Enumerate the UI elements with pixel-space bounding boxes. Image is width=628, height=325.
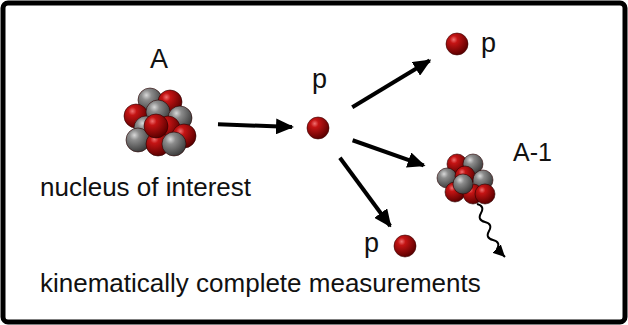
proton-ball: p xyxy=(306,116,330,140)
arrow-connector xyxy=(352,61,429,108)
nucleus-shape xyxy=(435,150,495,210)
gamma-wave xyxy=(477,204,505,257)
frame-border xyxy=(3,3,625,322)
nucleus-cluster: Anucleus of interest xyxy=(122,84,198,160)
nucleus-symbol: A xyxy=(150,46,168,73)
proton-label: p xyxy=(364,230,379,257)
proton-sphere xyxy=(475,184,495,204)
proton-shape xyxy=(393,234,417,258)
nucleus-shape xyxy=(122,84,198,160)
proton-ball: p xyxy=(393,234,417,258)
proton-label: p xyxy=(481,30,496,57)
proton-shape xyxy=(445,32,469,56)
proton-sphere xyxy=(446,33,468,55)
proton-sphere xyxy=(144,114,168,138)
residual-label: A-1 xyxy=(513,140,552,165)
neutron-sphere xyxy=(453,174,473,194)
proton-shape xyxy=(306,116,330,140)
proton-label: p xyxy=(312,66,327,93)
arrow-connector xyxy=(353,140,424,165)
residual-nucleus: A-1 xyxy=(435,150,495,210)
arrow-connector xyxy=(340,158,390,226)
arrow-connector xyxy=(218,124,292,127)
proton-ball: p xyxy=(445,32,469,56)
nucleus-caption: nucleus of interest xyxy=(40,174,251,200)
proton-sphere xyxy=(394,235,416,257)
neutron-sphere xyxy=(162,132,186,156)
proton-sphere xyxy=(307,117,329,139)
caption-text: kinematically complete measurements xyxy=(40,270,481,296)
